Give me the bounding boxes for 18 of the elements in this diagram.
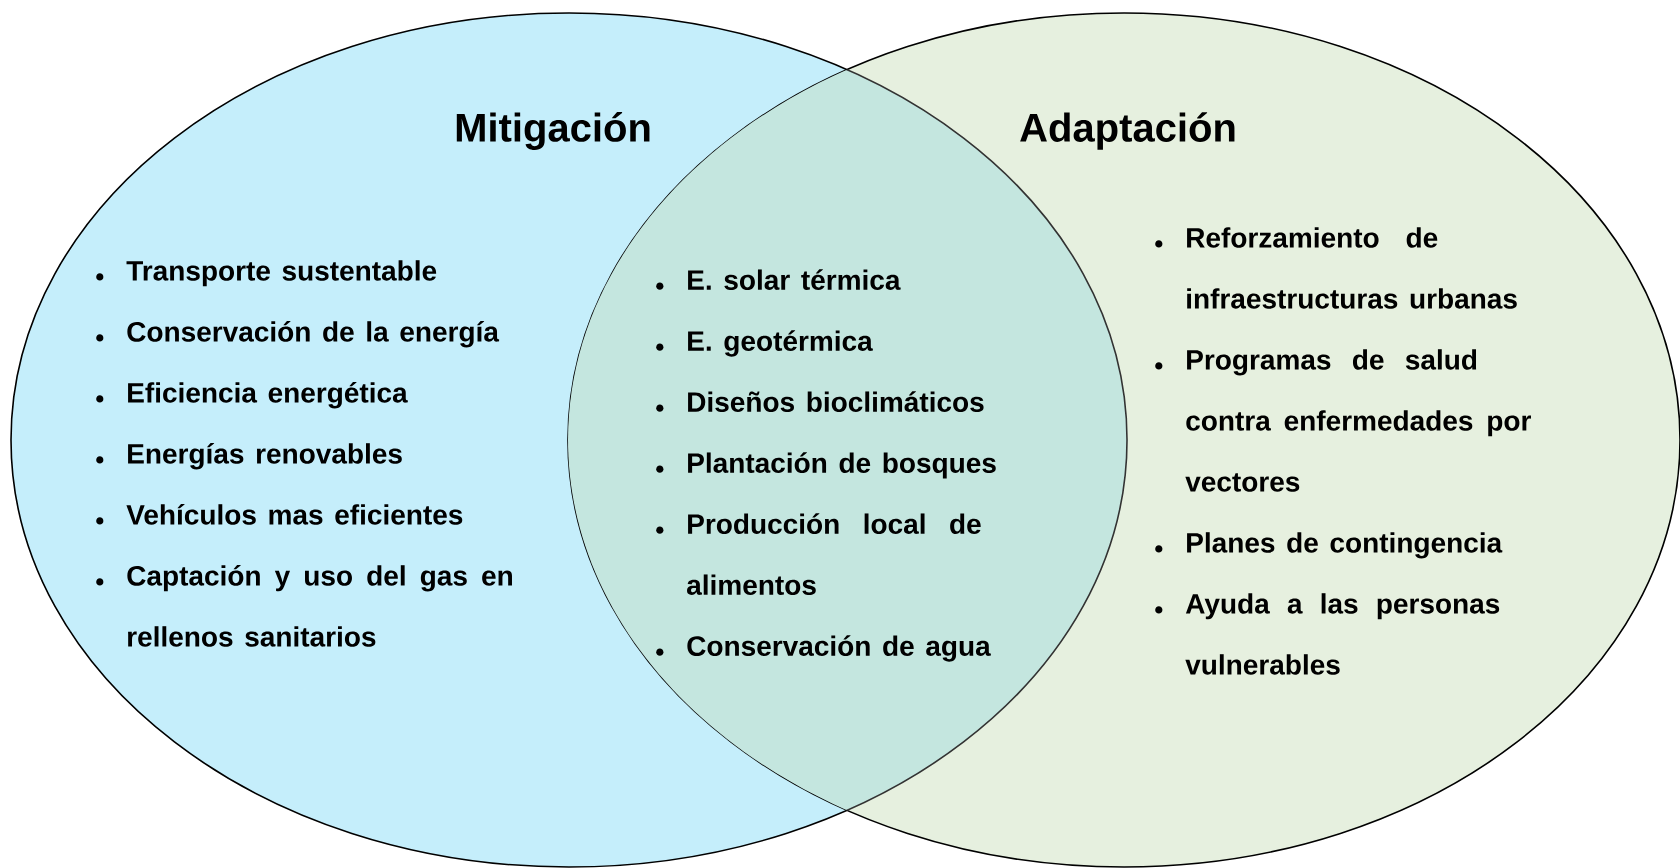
circle-heading: Adaptación (1020, 112, 1235, 150)
bullet-item: Programas de salud contra enfermedades por vectores (1185, 349, 1531, 492)
circle-heading: Mitigación (456, 112, 650, 150)
bullet-item: Producción local de alimentos (687, 513, 981, 595)
bullet-item: E. solar térmica (688, 269, 901, 290)
bullet-item: Captación y uso del gas en rellenos sanitarios (127, 564, 512, 647)
bullet-item: Eficiencia energética (128, 381, 408, 409)
bullet-item: Vehículos mas eficientes (126, 503, 463, 525)
bullet-item: E. geotérmica (688, 330, 873, 357)
bullet-item: Conservación de agua (687, 635, 991, 662)
bullet-item: Reforzamiento de infraestructuras urbanas (1187, 227, 1517, 309)
bullet-item: Plantación de bosques (688, 452, 996, 479)
bullet-item: Ayuda a las personas vulnerables (1185, 593, 1500, 675)
bullet-item: Conservación de la energía (127, 320, 500, 348)
bullet-item: Transporte sustentable (126, 260, 437, 287)
bullet-item: Planes de contingencia (1187, 532, 1503, 559)
bullet-item: Diseños bioclimáticos (688, 391, 984, 412)
bullet-item: Energías renovables (128, 442, 402, 470)
